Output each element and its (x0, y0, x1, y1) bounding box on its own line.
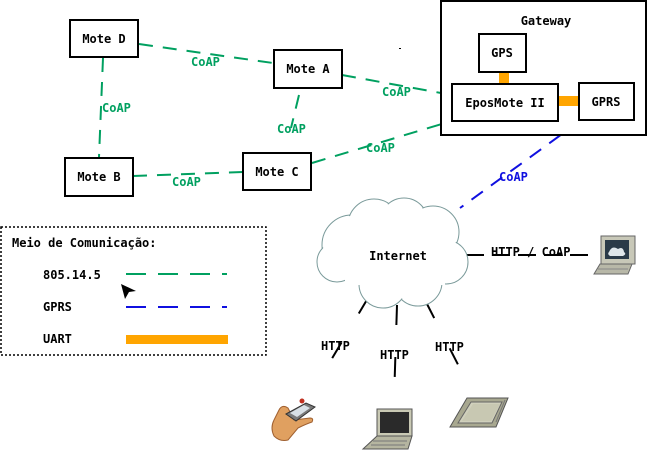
mote-d-label: Mote D (82, 32, 125, 46)
link-internet-handheld (317, 297, 369, 383)
eposmote-box (451, 83, 559, 122)
mote-b: Mote B (64, 157, 134, 197)
gps-box (478, 33, 527, 73)
gateway-group: Gateway GPS EposMote II GPRS (440, 0, 647, 136)
coap-label-a-c: CoAP (277, 122, 306, 136)
mote-b-label: Mote B (77, 170, 120, 184)
http-links (317, 254, 590, 401)
mote-a: Mote A (273, 49, 343, 89)
link-a-c (290, 94, 300, 129)
http-coap-label: HTTP / CoAP (491, 245, 570, 259)
coap-label-d-a: CoAP (191, 55, 220, 69)
legend-label-wireless: 805.14.5 (43, 268, 101, 282)
eposmote-label: EposMote II (465, 96, 544, 110)
wireless-links (98, 43, 446, 177)
mote-d-box (69, 19, 139, 58)
computer-icon (593, 235, 636, 275)
cloud-icon (316, 197, 469, 309)
coap-label-d-b: CoAP (102, 101, 131, 115)
mote-d: Mote D (69, 19, 139, 58)
coap-label-c-gateway: CoAP (366, 141, 395, 155)
http-label-handheld: HTTP (321, 339, 350, 353)
link-a-gateway (341, 74, 442, 94)
legend-label-uart: UART (43, 332, 72, 346)
handheld-icon (271, 398, 316, 441)
mote-b-box (64, 157, 134, 197)
link-b-c (132, 171, 244, 177)
uart-link-gprs (558, 96, 579, 106)
mote-a-box (273, 49, 343, 89)
coap-label-a-gateway: CoAP (382, 85, 411, 99)
mote-a-label: Mote A (286, 62, 330, 76)
laptop-icon (361, 408, 413, 450)
link-internet-tablet (425, 301, 472, 391)
mote-c: Mote C (242, 152, 312, 191)
legend: Meio de Comunicação: 805.14.5 GPRS UART (0, 226, 267, 356)
gprs-label: GPRS (592, 95, 621, 109)
link-internet-laptop (393, 304, 398, 401)
legend-label-gprs: GPRS (43, 300, 72, 314)
coap-label-gprs: CoAP (499, 170, 528, 184)
uart-link-gps (499, 72, 509, 84)
gprs-box (578, 82, 635, 121)
small-dot (399, 48, 401, 49)
legend-bar-uart (126, 335, 228, 344)
gateway-label: Gateway (521, 14, 572, 28)
legend-title: Meio de Comunicação: (12, 236, 157, 250)
cursor-icon (121, 284, 136, 299)
gps-label: GPS (491, 46, 513, 60)
link-d-b (98, 57, 104, 158)
mote-c-box (242, 152, 312, 191)
http-label-laptop: HTTP (380, 348, 409, 362)
internet-label: Internet (369, 249, 427, 263)
coap-label-b-c: CoAP (172, 175, 201, 189)
http-label-tablet: HTTP (435, 340, 464, 354)
mote-c-label: Mote C (255, 165, 298, 179)
tablet-icon (449, 397, 509, 428)
